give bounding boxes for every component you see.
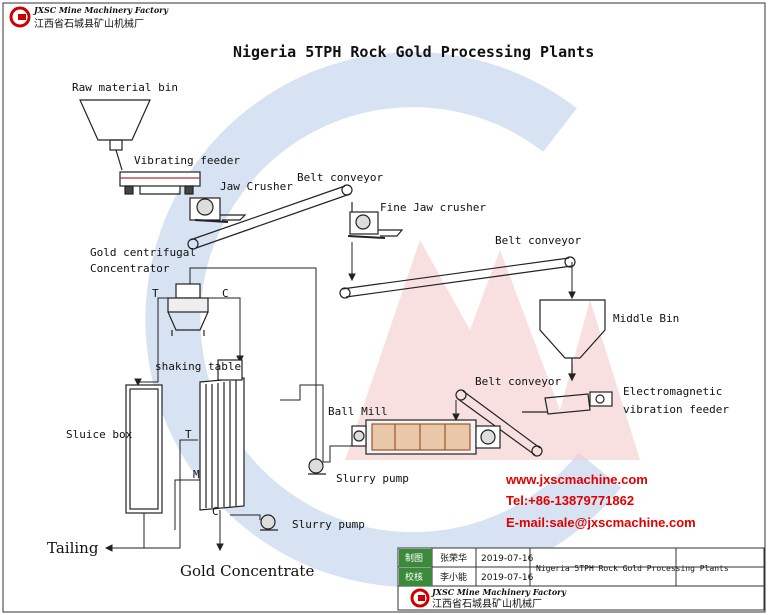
tb-row1-name: 张荣华 <box>440 552 467 564</box>
logo-bottom-english: JXSC Mine Machinery Factory <box>430 587 567 597</box>
label-ball-mill: Ball Mill <box>328 405 388 418</box>
shaking-table <box>199 359 245 511</box>
label-c2: C <box>212 505 219 518</box>
fine-jaw-crusher <box>347 202 404 239</box>
logo-bottom: JXSC Mine Machinery Factory 江西省石城县矿山机械厂 <box>410 587 567 610</box>
tb-row2-role: 校核 <box>405 571 423 583</box>
label-gold-concentrate: Gold Concentrate <box>180 562 314 580</box>
tb-row2-name: 李小能 <box>440 571 467 583</box>
sluice-box <box>125 384 163 514</box>
logo-bottom-chinese: 江西省石城县矿山机械厂 <box>432 597 542 610</box>
tb-drawing-name: Nigeria 5TPH Rock Gold Processing Plants <box>536 564 729 573</box>
logo-top: JXSC Mine Machinery Factory 江西省石城县矿山机械厂 <box>9 5 169 30</box>
vibrating-feeder <box>119 171 201 195</box>
middle-bin <box>539 299 606 382</box>
arrow-belt2-to-bin <box>568 262 576 300</box>
contact-tel: Tel:+86-13879771862 <box>506 493 634 508</box>
label-belt-conveyor-2: Belt conveyor <box>495 234 581 247</box>
label-vibrating-feeder: Vibrating feeder <box>134 154 240 167</box>
label-belt-conveyor-1: Belt conveyor <box>297 171 383 184</box>
logo-english: JXSC Mine Machinery Factory <box>32 5 169 15</box>
label-electromagnetic-1: Electromagnetic <box>623 385 722 398</box>
belt-conveyor-2 <box>339 256 576 299</box>
title-block <box>397 547 765 611</box>
tb-row1-date: 2019-07-16 <box>481 554 534 564</box>
label-fine-jaw-crusher: Fine Jaw crusher <box>380 201 486 214</box>
jxsc-logo-icon <box>9 6 31 28</box>
label-m: M <box>193 468 200 481</box>
label-gold-centrifugal-2: Concentrator <box>90 262 170 275</box>
label-jaw-crusher: Jaw Crusher <box>220 180 293 193</box>
diagram-title: Nigeria 5TPH Rock Gold Processing Plants <box>233 43 594 61</box>
arrow-fine-to-belt2 <box>348 242 356 282</box>
label-gold-centrifugal-1: Gold centrifugal <box>90 246 196 259</box>
label-electromagnetic-2: vibration feeder <box>623 403 729 416</box>
label-belt-conveyor-3: Belt conveyor <box>475 375 561 388</box>
raw-material-bin <box>79 99 151 171</box>
contact-email: E-mail:sale@jxscmachine.com <box>506 515 696 530</box>
ball-mill <box>351 419 501 455</box>
electromagnetic-vibration-feeder <box>544 391 613 415</box>
arrow-belt3-to-mill <box>452 400 460 422</box>
tb-row1-role: 制图 <box>405 552 423 564</box>
label-slurry-pump-1: Slurry pump <box>336 472 409 485</box>
jaw-crusher <box>189 197 247 223</box>
tb-row2-date: 2019-07-16 <box>481 573 534 583</box>
label-middle-bin: Middle Bin <box>613 312 679 325</box>
logo-chinese: 江西省石城县矿山机械厂 <box>34 17 144 30</box>
pipe-outputs <box>104 439 261 552</box>
label-raw-material-bin: Raw material bin <box>72 81 178 94</box>
contact-web: www.jxscmachine.com <box>505 472 648 487</box>
label-tailing: Tailing <box>47 539 99 557</box>
label-slurry-pump-2: Slurry pump <box>292 518 365 531</box>
gold-centrifugal-concentrator <box>167 283 209 336</box>
label-sluice-box: Sluice box <box>66 428 133 441</box>
slurry-pump-2 <box>260 514 278 531</box>
label-t2: T <box>185 428 192 441</box>
label-t1: T <box>152 287 159 300</box>
jxsc-logo-icon-bottom <box>410 588 430 608</box>
label-c1: C <box>222 287 229 300</box>
pipe-centrifugal-outlets <box>134 297 244 387</box>
label-shaking-table: shaking table <box>155 360 241 373</box>
belt-conveyor-1 <box>187 184 353 250</box>
